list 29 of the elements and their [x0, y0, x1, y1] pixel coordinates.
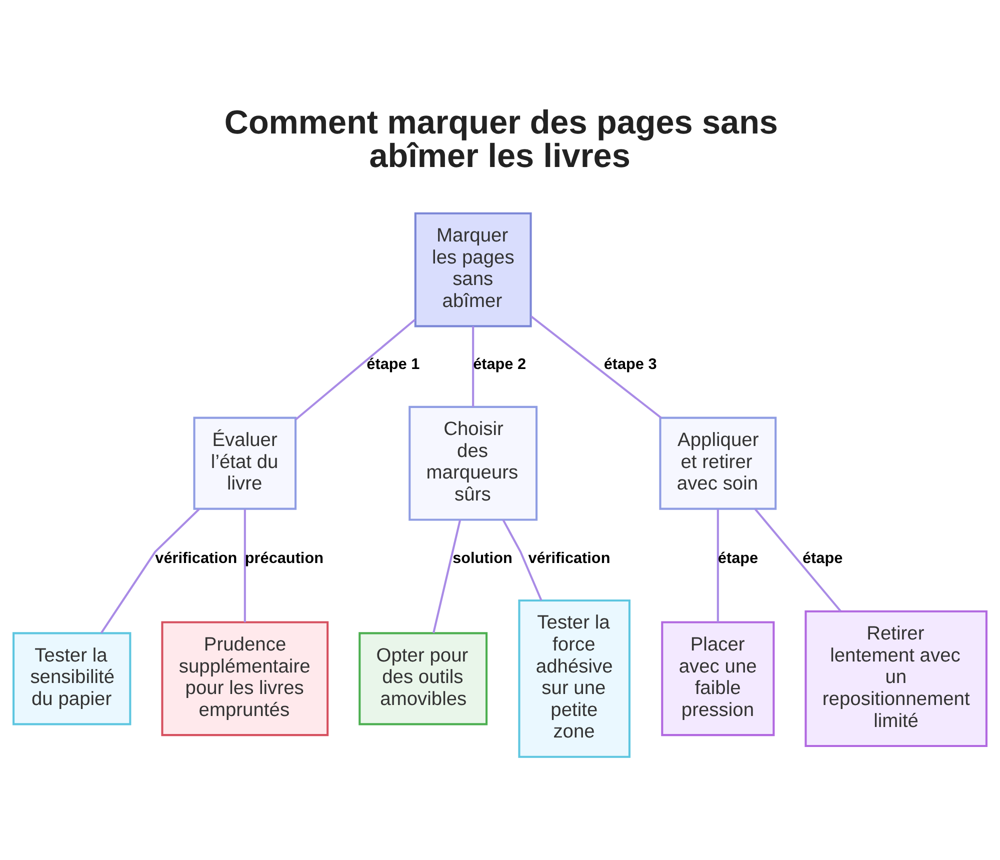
edge-label: étape 3: [604, 356, 657, 374]
edge-label: étape 2: [473, 356, 526, 374]
edge-label: étape: [802, 550, 843, 567]
edge-label: vérification: [155, 550, 238, 567]
edge-label: vérification: [528, 550, 610, 567]
node-box: Placer avec une faible pression: [661, 621, 775, 736]
connector: [432, 520, 462, 634]
node-box: Choisir des marqueurs sûrs: [408, 406, 538, 521]
node-box: Tester la sensibilité du papier: [12, 632, 132, 726]
connector: [244, 509, 246, 622]
connector: [530, 316, 662, 419]
node-box: Appliquer et retirer avec soin: [659, 416, 777, 510]
connector: [502, 519, 542, 601]
node-box: Prudence supplémentaire pour les livres empruntés: [161, 621, 329, 736]
edge-label: solution: [452, 550, 512, 567]
connector: [716, 509, 719, 622]
node-box: Opter pour des outils amovibles: [358, 632, 488, 726]
node-box: Retirer lentement avec un repositionnement limité: [804, 610, 988, 747]
connector: [294, 318, 416, 420]
node-box: Marquer les pages sans abîmer: [414, 212, 532, 328]
connector: [754, 508, 842, 612]
diagram-title: Comment marquer des pages sans abîmer les livres: [224, 104, 778, 175]
edge-label: étape 1: [366, 356, 420, 374]
node-box: Tester la force adhésive sur une petite zone: [518, 599, 630, 758]
connector: [472, 326, 474, 407]
edge-label: étape: [718, 550, 758, 567]
node-box: Évaluer l’état du livre: [193, 416, 297, 510]
connector: [100, 508, 200, 634]
edge-label: précaution: [244, 550, 324, 567]
